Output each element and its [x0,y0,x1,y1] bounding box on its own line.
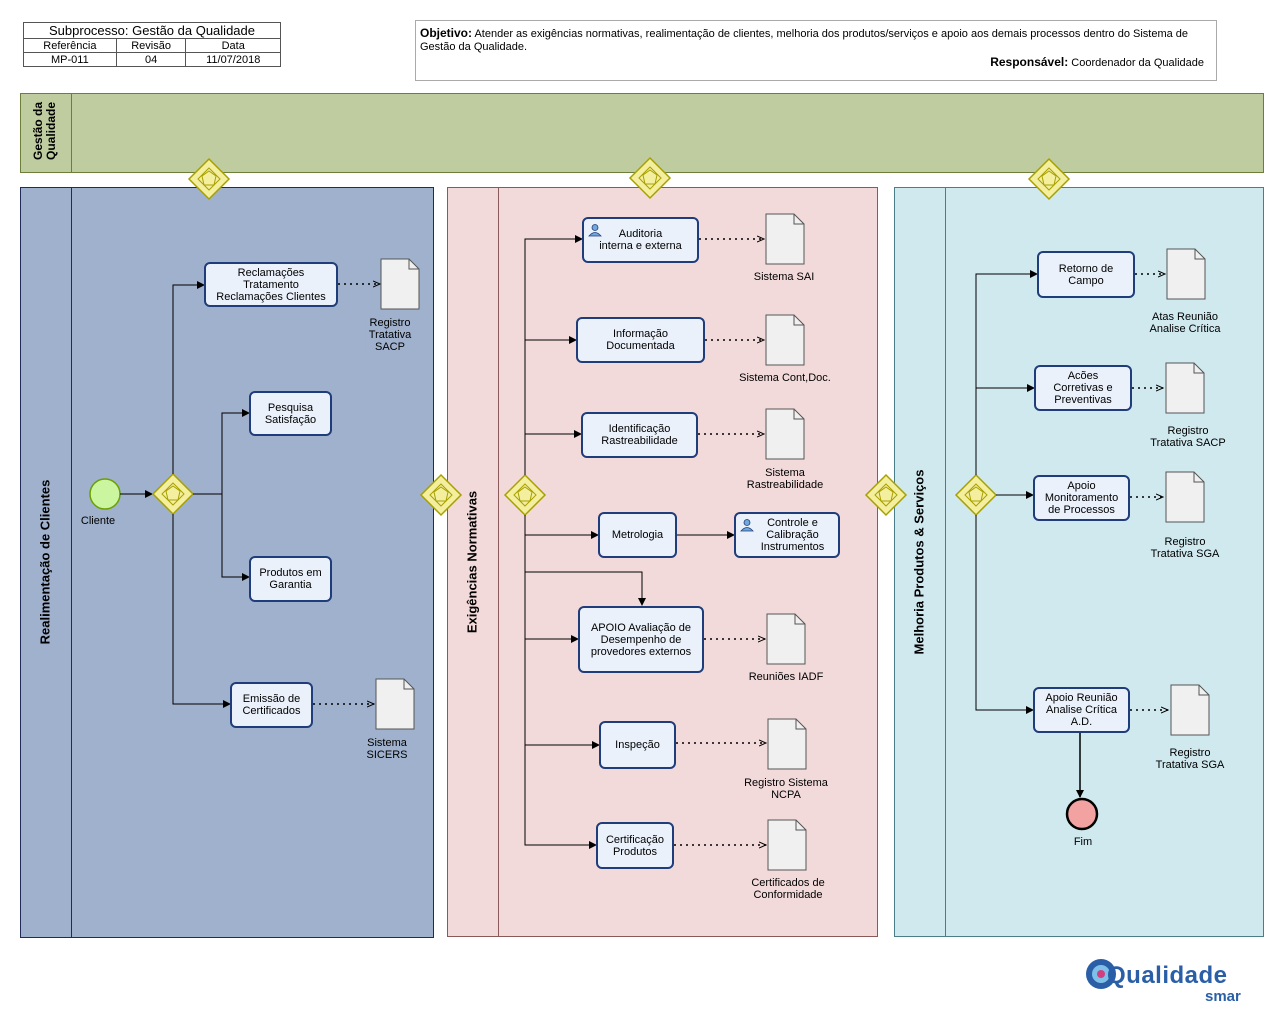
doc-sistema-sai [765,213,805,265]
doc-reunioes-iadf-label: Reuniões IADF [745,669,827,685]
start-event [89,478,121,510]
task-auditoria[interactable]: Auditoria interna e externa [582,217,699,263]
task-emissao-certificados[interactable]: Emissão de Certificados [230,682,313,728]
task-inspecao[interactable]: Inspeção [599,721,676,769]
doc-sistema-sicers [375,678,415,730]
task-reclamacoes[interactable]: Reclamações Tratamento Reclamações Clien… [204,262,338,307]
doc-atas-reuniao-label: Atas Reunião Analise Crítica [1146,309,1224,337]
header-table: Subprocesso: Gestão da Qualidade Referên… [23,22,281,67]
task-apoio-avaliacao[interactable]: APOIO Avaliação de Desempenho de provedo… [578,606,704,673]
doc-sistema-cont-doc [765,314,805,366]
doc-certificados-conformidade-label: Certificados de Conformidade [748,875,828,903]
doc-registro-sacp-label: Registro Tratativa SACP [365,315,415,355]
task-metrologia[interactable]: Metrologia [598,512,677,558]
responsible-text: Coordenador da Qualidade [1071,57,1204,69]
doc-registro-tratativa-sga-1-label: Registro Tratativa SGA [1147,534,1223,562]
doc-registro-tratativa-sacp-label: Registro Tratativa SACP [1147,423,1229,451]
doc-registro-tratativa-sga-1 [1165,471,1205,523]
rev-value: 04 [115,52,187,67]
doc-reunioes-iadf [766,613,806,665]
task-retorno-campo[interactable]: Retorno de Campo [1037,251,1135,298]
doc-sistema-sicers-label: Sistema SICERS [363,735,411,763]
doc-sistema-rastreabilidade [765,408,805,460]
task-acoes-corretivas[interactable]: Acões Corretivas e Preventivas [1034,365,1132,411]
doc-sistema-sai-label: Sistema SAI [750,269,818,285]
logo-wordmark: Qualidade [1107,962,1228,989]
gateway-middle-split [504,474,546,516]
pool-realimentacao [20,187,434,938]
task-produtos-garantia[interactable]: Produtos em Garantia [249,556,332,602]
doc-sistema-rastreabilidade-label: Sistema Rastreabilidade [743,465,827,493]
qualidade-logo-icon [1086,959,1116,989]
gateway-boundary-2 [865,474,907,516]
gateway-right-split [955,474,997,516]
end-event-label: Fim [1070,834,1096,850]
ref-value: MP-011 [23,52,117,67]
doc-registro-tratativa-sacp [1165,362,1205,414]
gateway-left-split [152,473,194,515]
doc-certificados-conformidade [767,819,807,871]
task-apoio-monitoramento[interactable]: Apoio Monitoramento de Processos [1033,475,1130,521]
end-event [1065,797,1099,831]
doc-registro-tratativa-sga-2 [1170,684,1210,736]
task-certificacao-produtos[interactable]: Certificação Produtos [596,822,674,869]
pool-gestao-qualidade [20,93,1264,173]
doc-registro-ncpa [767,718,807,770]
pool-exigencias [447,187,878,937]
gateway-top-right [1028,158,1070,200]
gateway-top-left [188,158,230,200]
objective-box: Objetivo: Atender as exigências normativ… [415,20,1217,81]
logo-sub: smar [1205,988,1241,1005]
doc-sistema-cont-doc-label: Sistema Cont,Doc. [736,370,834,386]
doc-atas-reuniao [1166,248,1206,300]
objective-label: Objetivo: [420,26,473,40]
task-identificacao-rastreabilidade[interactable]: Identificação Rastreabilidade [581,412,698,458]
user-icon [740,519,754,532]
task-controle-calibracao[interactable]: Controle e Calibração Instrumentos [734,512,840,558]
doc-registro-ncpa-label: Registro Sistema NCPA [741,775,831,803]
responsible-label: Responsável: [990,55,1069,69]
task-informacao-documentada[interactable]: Informação Documentada [576,317,705,363]
objective-text: Atender as exigências normativas, realim… [420,28,1189,53]
gateway-top-middle [629,157,671,199]
task-pesquisa-satisfacao[interactable]: Pesquisa Satisfação [249,391,332,436]
doc-registro-tratativa-sga-2-label: Registro Tratativa SGA [1152,745,1228,773]
date-value: 11/07/2018 [185,52,281,67]
gateway-boundary-1 [420,474,462,516]
doc-registro-sacp [380,258,420,310]
start-event-label: Cliente [77,513,119,529]
user-icon [588,224,602,237]
task-apoio-reuniao[interactable]: Apoio Reunião Analise Crítica A.D. [1033,687,1130,733]
